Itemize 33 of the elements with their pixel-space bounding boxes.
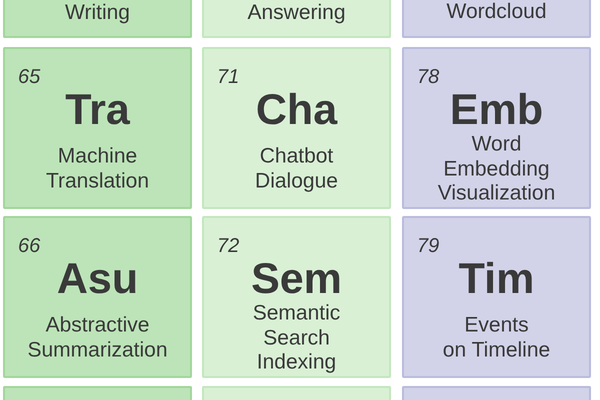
element-card [202, 0, 391, 38]
element-symbol: Asu [56, 257, 140, 301]
element-symbol: Tim [458, 257, 536, 301]
element-name: Word Embedding Visualization [436, 132, 556, 206]
element-name: Semantic Search Indexing [252, 301, 342, 375]
element-card [3, 47, 192, 209]
element-name: Chatbot Dialogue [254, 144, 339, 194]
element-number: 66 [18, 235, 40, 257]
element-card [402, 386, 591, 400]
element-card [402, 216, 591, 378]
element-number: 78 [417, 66, 440, 88]
element-card [3, 386, 192, 400]
element-number: 71 [217, 66, 240, 88]
element-symbol: Cha [254, 88, 338, 132]
element-card [3, 216, 192, 378]
element-symbol: Emb [448, 88, 544, 132]
element-card [3, 0, 192, 38]
element-card [202, 47, 391, 209]
element-name: Answering [246, 0, 347, 26]
element-number: 65 [18, 66, 40, 88]
element-symbol: Sem [250, 257, 343, 301]
element-name: Abstractive Summarization [26, 314, 169, 362]
element-name: Events on Timeline [442, 314, 552, 362]
element-symbol: Tra [64, 88, 131, 132]
element-card [202, 386, 391, 400]
element-card [402, 0, 591, 38]
element-card [202, 216, 391, 378]
element-card [402, 47, 591, 209]
element-name: Wordcloud [446, 0, 548, 24]
element-number: 79 [417, 235, 440, 257]
element-name: Machine Translation [44, 144, 150, 194]
element-name: Writing [64, 0, 131, 26]
element-number: 72 [217, 235, 240, 257]
